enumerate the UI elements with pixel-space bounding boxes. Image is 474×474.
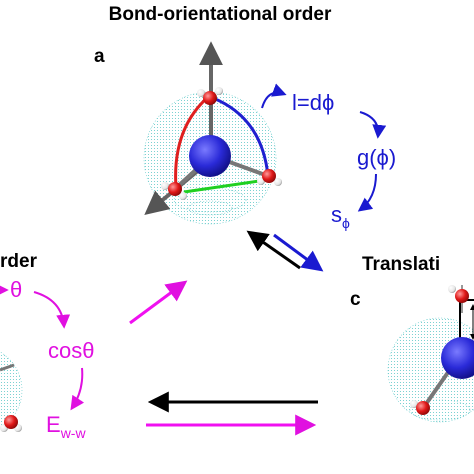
flow-arrow-a1 (261, 83, 287, 109)
flow-arrow-a2 (359, 111, 387, 139)
bond-arc-red (174, 96, 209, 189)
panel-b: rder θ cosθ Ew-w (0, 251, 94, 441)
neighbour-water-left (161, 182, 187, 200)
water-sphere-partial-icon-c (387, 285, 474, 423)
panel-c-label: c (350, 289, 361, 310)
arrow-a-to-c-blue (273, 233, 324, 272)
panel-b-step3: Ew-w (46, 412, 86, 441)
water-sphere-partial-icon-b (0, 351, 23, 432)
panel-a-step3: sϕ (331, 202, 350, 231)
bond-arc-blue (212, 96, 270, 177)
panel-b-title: rder (0, 251, 38, 272)
panel-b-step2: cosθ (48, 338, 94, 363)
panel-b-step1: θ (10, 277, 22, 302)
panel-a-title: Bond-orientational order (109, 4, 332, 25)
neighbour-water-top (197, 87, 223, 105)
panel-a-label: a (94, 46, 105, 67)
arrow-b-to-a (129, 280, 188, 325)
flow-arrow-b2 (70, 367, 85, 411)
water-tetrahedron-sphere-icon (143, 41, 282, 225)
central-oxygen (189, 135, 231, 177)
panel-a-step1: l=dϕ (292, 90, 334, 115)
panel-a-step2: g(ϕ) (357, 145, 396, 170)
panel-c: Translati c (350, 254, 474, 423)
arrow-c-to-a-black (246, 230, 301, 270)
neighbour-water-right (257, 169, 282, 186)
panel-c-title: Translati (362, 254, 440, 275)
panel-a: Bond-orientational order a (94, 4, 396, 231)
flow-arrow-a3 (357, 173, 377, 212)
flow-arrow-b1 (33, 291, 71, 329)
connecting-arrows (129, 230, 324, 436)
